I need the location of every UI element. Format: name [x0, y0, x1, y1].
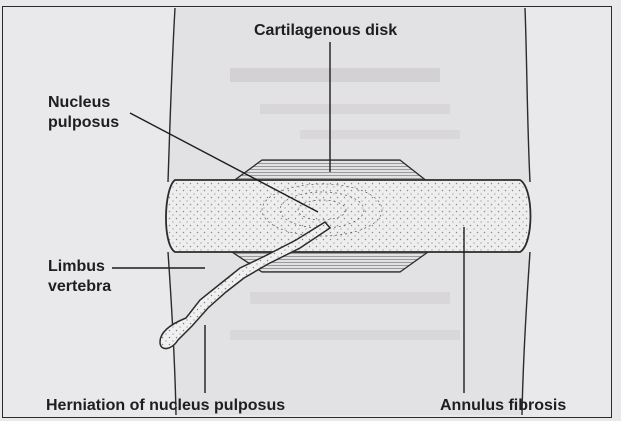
- label-cartilagenous-disk: Cartilagenous disk: [254, 21, 397, 40]
- label-limbus-line1: Limbus: [48, 257, 105, 276]
- label-nucleus-line2: pulposus: [48, 113, 119, 132]
- label-herniation: Herniation of nucleus pulposus: [46, 396, 285, 415]
- lower-vertebra: [168, 252, 530, 415]
- label-limbus-line2: vertebra: [48, 277, 111, 296]
- label-annulus-fibrosis: Annulus fibrosis: [440, 396, 566, 415]
- label-nucleus-line1: Nucleus: [48, 93, 110, 112]
- annulus-fibrosis: [166, 180, 531, 252]
